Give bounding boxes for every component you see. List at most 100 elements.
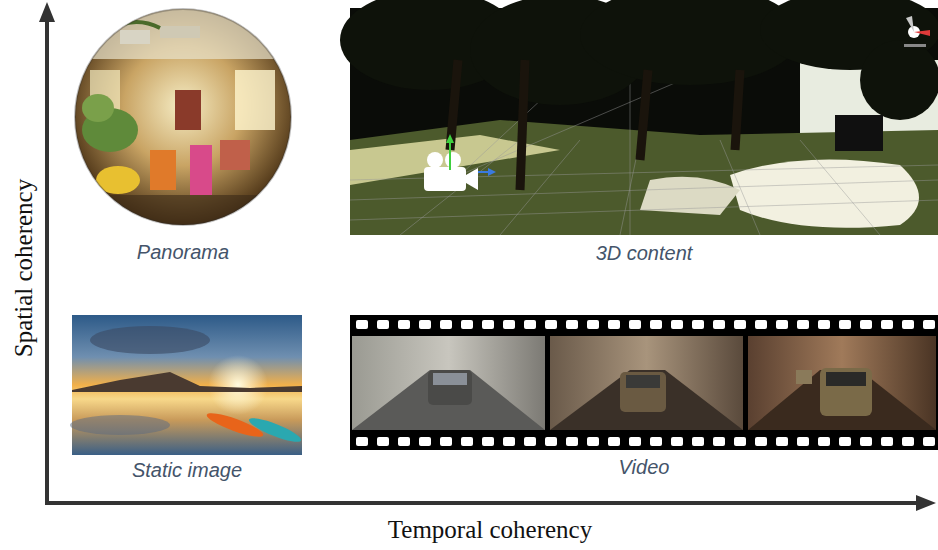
video-node: Video — [346, 315, 938, 481]
sprocket-hole — [377, 320, 389, 329]
3d-scene-image-part — [906, 16, 914, 32]
sprocket-hole — [755, 437, 767, 446]
sprocket-hole — [482, 320, 494, 329]
axes-part — [45, 501, 918, 505]
sprocket-hole — [860, 320, 872, 329]
film-strip-part — [433, 373, 467, 385]
sprocket-hole — [419, 437, 431, 446]
sprocket-hole — [713, 437, 725, 446]
panorama-image-part — [82, 94, 114, 122]
film-strip-part — [826, 372, 866, 386]
film-strip-part — [352, 336, 545, 430]
sprocket-hole — [566, 320, 578, 329]
3d-scene-image-part — [860, 40, 938, 120]
sprocket-hole — [566, 437, 578, 446]
sprocket-hole — [356, 320, 368, 329]
static-image-part — [247, 414, 303, 446]
3d-scene-image-part — [340, 0, 938, 120]
film-strip-part — [428, 370, 472, 405]
sprocket-hole — [881, 320, 893, 329]
panorama-image-part — [75, 9, 291, 59]
sprocket-hole — [629, 320, 641, 329]
3d-scene-image-part — [914, 30, 930, 36]
film-strip-part — [626, 375, 660, 388]
3d-scene-image-part — [450, 60, 740, 190]
sprocket-hole — [671, 320, 683, 329]
axes-part — [45, 18, 49, 503]
sprocket-hole — [419, 320, 431, 329]
3d-scene-image-part — [904, 44, 926, 47]
sprocket-hole — [650, 437, 662, 446]
static-image-part — [208, 355, 268, 415]
sprocket-hole — [776, 320, 788, 329]
axes-part — [916, 495, 936, 511]
panorama-image-part — [75, 9, 291, 225]
axis-label: Temporal coherency — [388, 515, 592, 545]
static-image — [70, 315, 303, 455]
sprocket-hole — [734, 437, 746, 446]
3d-scene-image-part — [445, 152, 461, 168]
sprocket-hole — [923, 320, 935, 329]
axis-gizmo — [904, 16, 930, 47]
film-strip-part — [620, 372, 666, 412]
sprocket-hole — [923, 437, 935, 446]
sprocket-hole — [608, 320, 620, 329]
panorama-image — [75, 9, 291, 235]
film-strip-part — [352, 370, 545, 430]
static-image-part — [90, 326, 210, 354]
sprocket-hole — [776, 437, 788, 446]
image-caption: Static image — [68, 458, 306, 482]
sprocket-hole — [356, 437, 368, 446]
sprocket-hole — [524, 320, 536, 329]
panorama-image-part — [150, 150, 176, 190]
sprocket-hole — [650, 320, 662, 329]
static-image-part — [247, 414, 303, 446]
3d-scene-image — [340, 0, 938, 235]
panorama-image-part — [220, 140, 250, 170]
sprocket-hole — [587, 437, 599, 446]
sprocket-hole — [398, 320, 410, 329]
film-strip-part — [350, 315, 938, 450]
panorama-image-part — [75, 195, 291, 235]
static-image-node: Static image — [68, 315, 306, 483]
3d-scene-image-part — [835, 115, 883, 151]
sprocket-hole — [839, 320, 851, 329]
sprocket-hole — [671, 437, 683, 446]
panorama-image-part — [175, 90, 201, 130]
sprocket-hole — [902, 437, 914, 446]
sprocket-hole — [461, 320, 473, 329]
panorama-image-part — [235, 70, 275, 130]
film-strip — [350, 315, 938, 450]
sprocket-hole — [860, 437, 872, 446]
sprocket-hole — [797, 320, 809, 329]
panorama-node: Panorama — [68, 5, 298, 267]
film-strip-part — [748, 336, 936, 430]
3d-scene-image-part — [520, 60, 525, 190]
3d-scene-image-part — [350, 200, 938, 220]
3d-scene-image-part — [800, 140, 880, 235]
sprocket-hole — [818, 437, 830, 446]
axis-label: Spatial coherency — [9, 179, 39, 357]
3d-scene-image-part — [400, 140, 520, 235]
sprocket-hole — [692, 320, 704, 329]
3d-scene-image-part — [488, 168, 496, 176]
3d-scene-image-part — [640, 70, 648, 160]
sprocket-hole — [482, 437, 494, 446]
sprocket-hole — [440, 320, 452, 329]
sprocket-hole — [545, 320, 557, 329]
3d-scene-image-part — [735, 70, 740, 150]
panorama-image-part — [120, 30, 150, 44]
sprocket-hole — [398, 437, 410, 446]
sprocket-hole — [692, 437, 704, 446]
sprocket-hole — [881, 437, 893, 446]
sprocket-hole — [839, 437, 851, 446]
image-caption: 3D content — [346, 241, 938, 265]
sprocket-hole — [440, 437, 452, 446]
image-caption: Panorama — [68, 240, 298, 264]
sprocket-hole — [608, 437, 620, 446]
sprocket-hole — [755, 320, 767, 329]
sprocket-hole — [503, 320, 515, 329]
sprocket-hole — [818, 320, 830, 329]
3d-scene-image-part — [466, 168, 478, 190]
camera-icon — [424, 134, 496, 191]
